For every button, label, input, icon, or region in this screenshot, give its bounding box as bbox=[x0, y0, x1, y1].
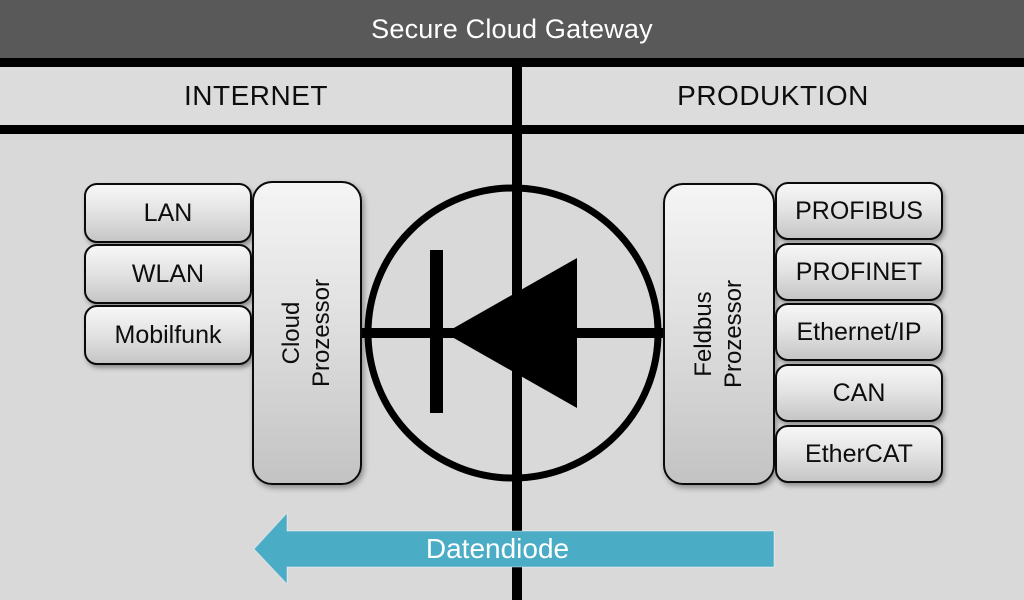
box-profinet: PROFINET bbox=[775, 243, 943, 301]
zone-label-internet: INTERNET bbox=[184, 80, 328, 111]
box-feldbus-prozessor: Feldbus Prozessor bbox=[663, 183, 775, 485]
box-profinet-label: PROFINET bbox=[795, 257, 923, 286]
page-title: Secure Cloud Gateway bbox=[371, 13, 653, 44]
box-wlan: WLAN bbox=[84, 244, 252, 304]
box-ethercat-label: EtherCAT bbox=[805, 439, 913, 468]
diode-cathode-bar bbox=[430, 250, 443, 413]
feldbus-prozessor-label: Feldbus Prozessor bbox=[690, 279, 748, 389]
diode-triangle bbox=[445, 258, 577, 408]
cloud-prozessor-label: Cloud Prozessor bbox=[278, 278, 336, 388]
box-ethercat: EtherCAT bbox=[775, 425, 943, 483]
box-cloud-prozessor: Cloud Prozessor bbox=[252, 181, 362, 485]
box-ethernet-ip-label: Ethernet/IP bbox=[796, 317, 922, 346]
box-lan: LAN bbox=[84, 183, 252, 243]
box-can-label: CAN bbox=[832, 378, 886, 407]
box-can: CAN bbox=[775, 364, 943, 422]
box-mobilfunk-label: Mobilfunk bbox=[114, 320, 222, 349]
box-mobilfunk: Mobilfunk bbox=[84, 305, 252, 365]
title-bar: Secure Cloud Gateway bbox=[0, 0, 1024, 58]
zone-divider-line bbox=[512, 58, 522, 600]
box-wlan-label: WLAN bbox=[131, 259, 205, 288]
box-lan-label: LAN bbox=[143, 198, 193, 227]
zone-label-produktion: PRODUKTION bbox=[677, 80, 869, 111]
box-profibus: PROFIBUS bbox=[775, 182, 943, 240]
datendiode-label: Datendiode bbox=[425, 533, 570, 564]
box-profibus-label: PROFIBUS bbox=[795, 196, 923, 225]
box-ethernet-ip: Ethernet/IP bbox=[775, 303, 943, 361]
